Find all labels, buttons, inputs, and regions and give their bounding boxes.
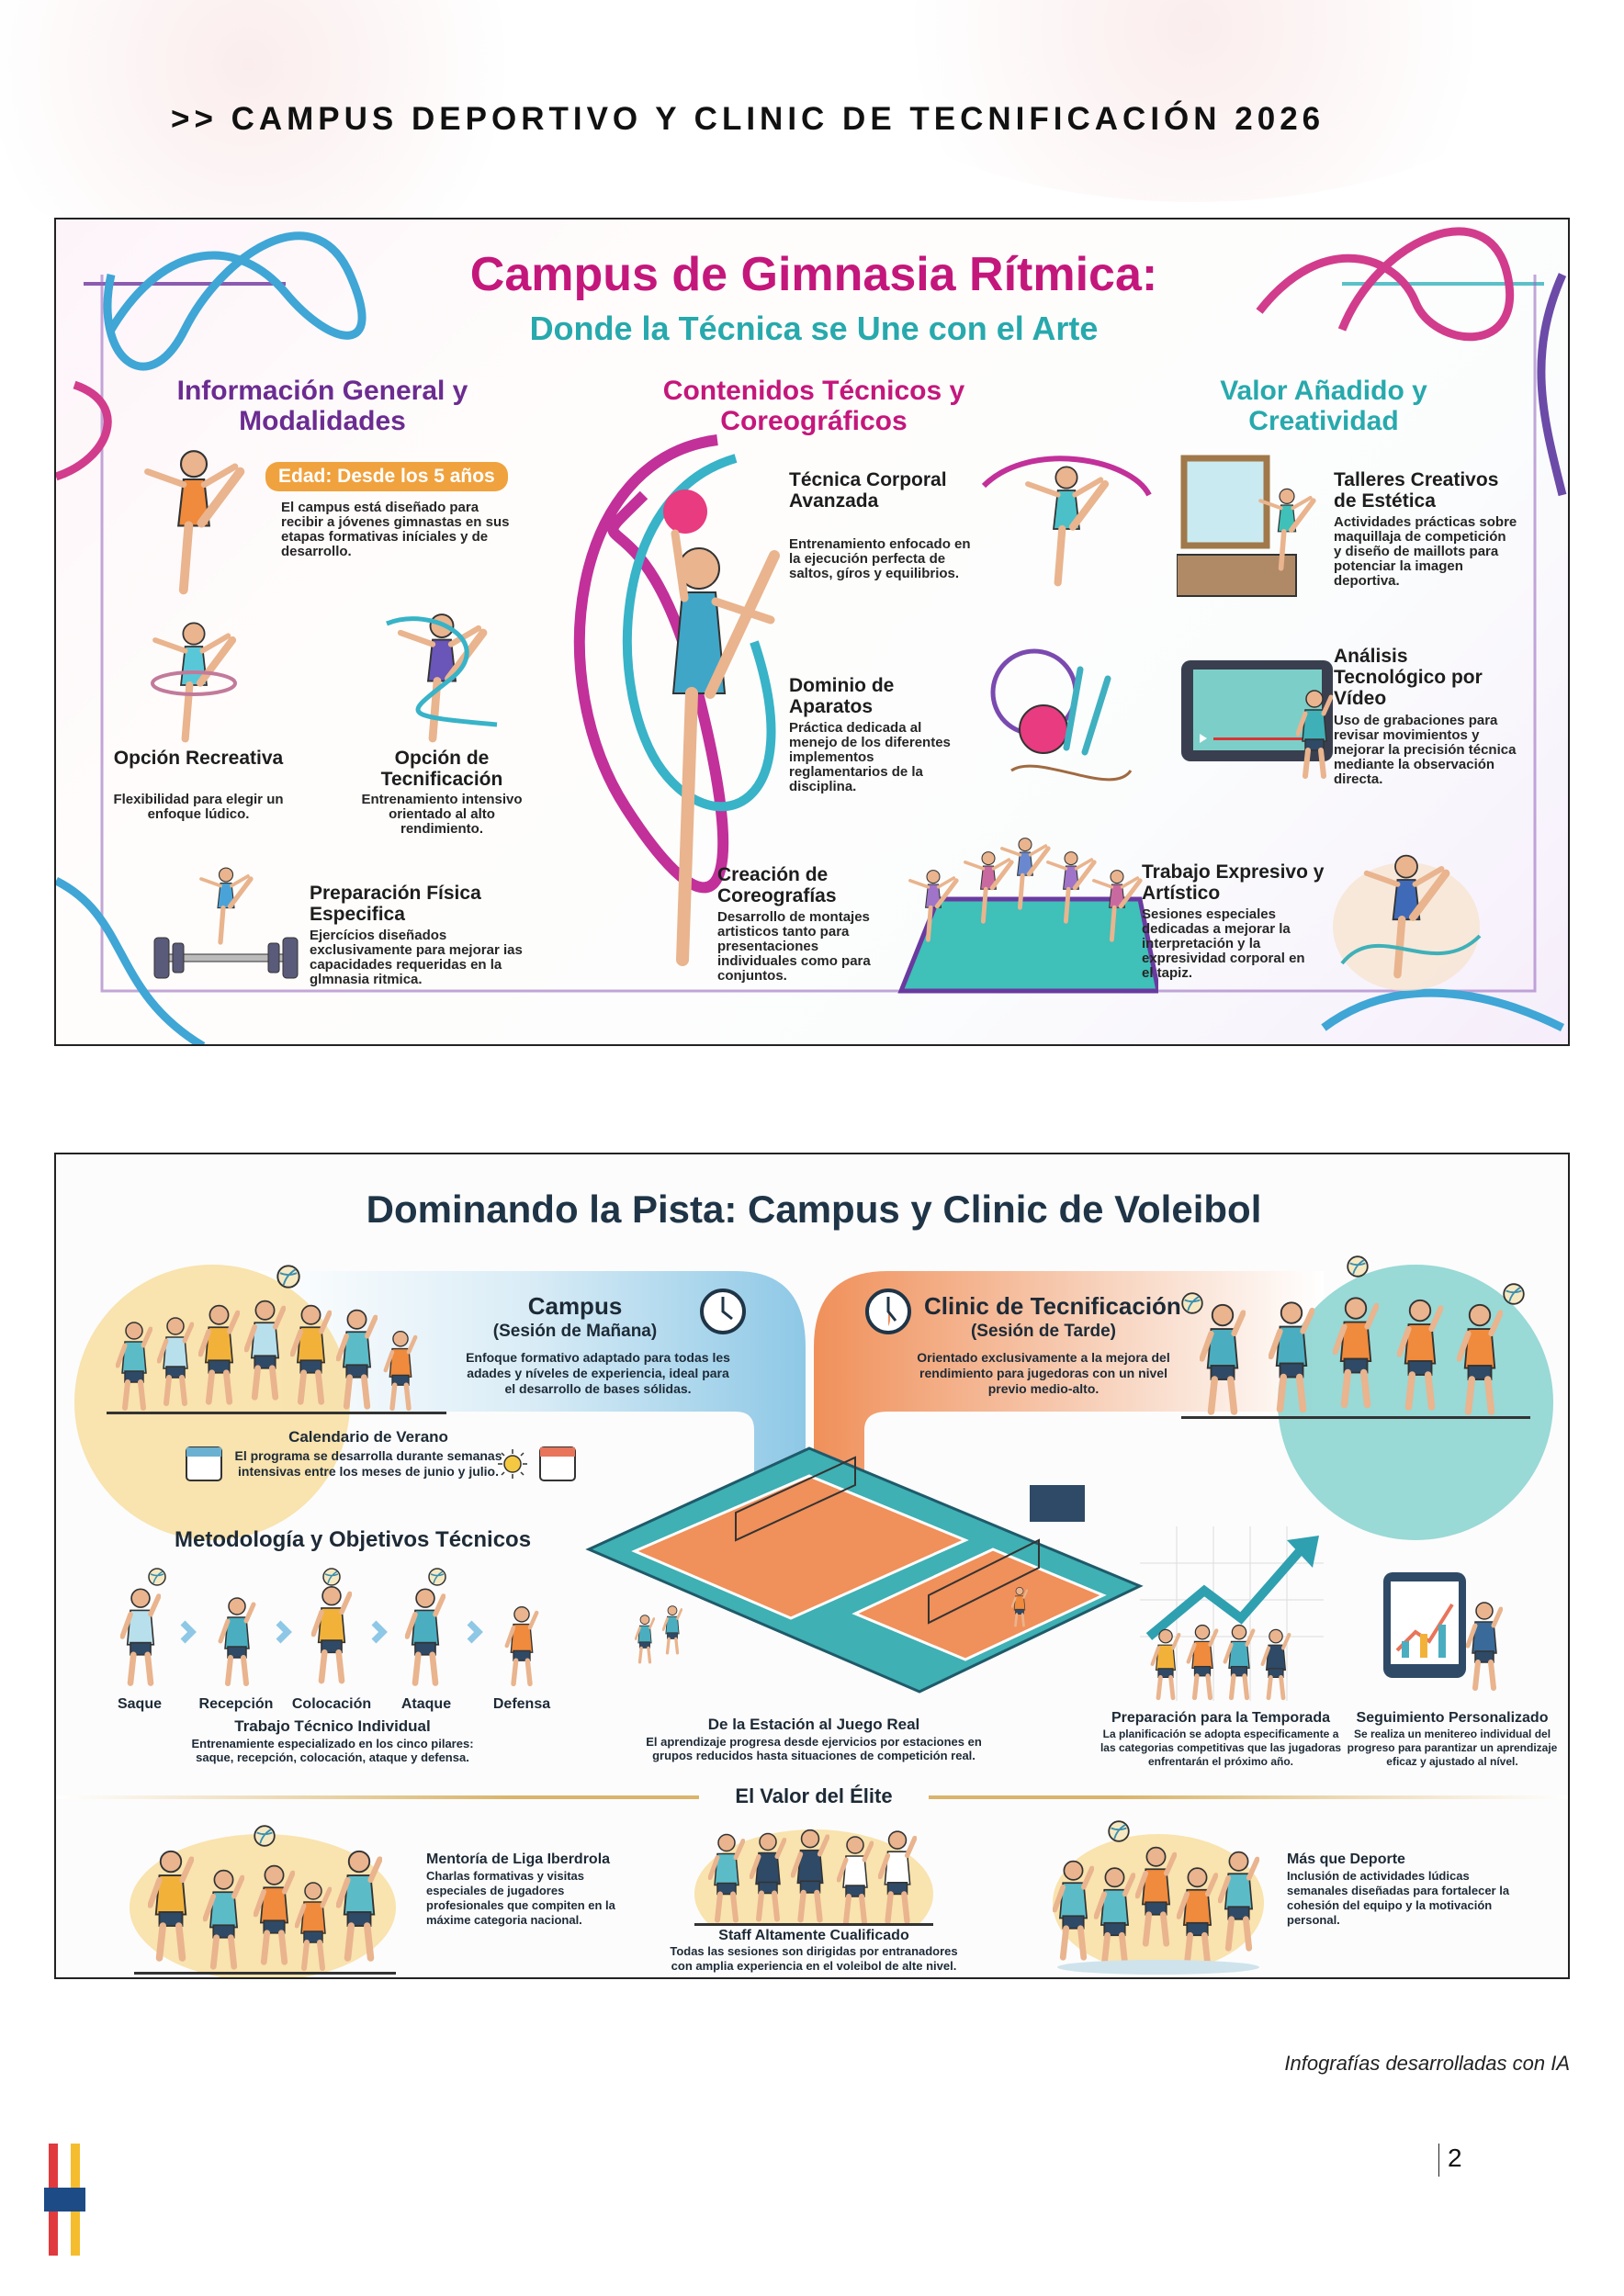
campus-title: Campus [527, 1292, 623, 1320]
calendar-text: El programa se desarrolla durante semana… [234, 1448, 502, 1479]
leaping-gymnast-illustration [981, 456, 1152, 596]
creacion-title: Creación de Coreografías [717, 864, 837, 906]
tecnica-text: Entrenamiento enfocado en la ejecución p… [789, 536, 971, 581]
hoop-gymnast-illustration [151, 614, 237, 743]
calendar-icon [186, 1446, 222, 1481]
gymnastics-infographic: Campus de Gimnasia Rítmica: Donde la Téc… [54, 218, 1570, 1046]
page-number-divider [1438, 2144, 1439, 2177]
calendar-title: Calendario de Verano [288, 1428, 448, 1446]
dominio-text: Práctica dedicada al menejo de los difer… [789, 720, 951, 794]
clinic-session: (Sesión de Tarde) [970, 1322, 1116, 1341]
ai-credit: Infografías desarrolladas con IA [1284, 2052, 1570, 2075]
tablet-tracking-illustration [1383, 1572, 1507, 1696]
step-defensa: Defensa [492, 1696, 551, 1712]
players-group-illustration [1181, 1255, 1530, 1419]
technique-steps-illustration [102, 1568, 616, 1692]
station-title: De la Estación al Juego Real [707, 1716, 920, 1733]
calendar-icon [539, 1446, 576, 1481]
mentoring-illustration [130, 1825, 396, 1977]
clock-icon [865, 1289, 911, 1334]
video-analysis-illustration [1181, 660, 1333, 784]
age-description: El campus está diseñado para recibir a j… [281, 500, 510, 559]
volleyball-infographic: Dominando la Pista: Campus y Clinic de V… [54, 1153, 1570, 1979]
step-recepcion: Recepción [198, 1696, 274, 1712]
expressive-dancer-illustration [1333, 826, 1482, 991]
recreativa-title: Opción Recreativa [113, 748, 284, 769]
dumbbell-illustration [153, 862, 299, 979]
season-title: Preparación para la Temporada [1111, 1710, 1330, 1726]
volleyball-title: Dominando la Pista: Campus y Clinic de V… [366, 1187, 1262, 1231]
column-heading-general: Información General y Modalidades [176, 376, 468, 436]
brand-logo [44, 2144, 125, 2256]
creacion-text: Desarrollo de montajes artisticos tanto … [717, 909, 871, 984]
fisica-title: Preparación Física Especifica [310, 883, 481, 925]
young-gymnast-illustration [130, 440, 258, 596]
clinic-title: Clinic de Tecnificación [924, 1292, 1181, 1320]
makeup-mirror-illustration [1177, 455, 1324, 597]
group-choreography-illustration [897, 826, 1158, 994]
campus-description: Enfoque formativo adaptado para todas le… [466, 1350, 730, 1396]
volleyball-court-illustration [585, 1446, 1144, 1694]
step-ataque: Ataque [400, 1696, 452, 1712]
kids-group-illustration [107, 1265, 446, 1414]
expresivo-text: Sesiones especiales dedicadas a mejorar … [1142, 906, 1305, 981]
season-text: La planificación se adopta especificamen… [1100, 1728, 1342, 1768]
sun-icon [498, 1449, 527, 1479]
gym-title: Campus de Gimnasia Rítmica: [469, 248, 1158, 301]
individual-technique-title: Trabajo Técnico Individual [234, 1717, 431, 1735]
step-saque: Saque [117, 1696, 162, 1712]
team-celebration-illustration [1053, 1820, 1264, 1975]
talleres-title: Talleres Creativos de Estética [1334, 469, 1499, 512]
clock-icon [700, 1289, 746, 1334]
apparatus-illustration [990, 648, 1133, 782]
campus-session: (Sesión de Mañana) [492, 1322, 658, 1341]
staff-text: Todas las sesiones son dirigidas por ent… [670, 1944, 958, 1973]
deporte-text: Inclusión de actividades lúdicas semanal… [1287, 1869, 1510, 1927]
expresivo-title: Trabajo Expresivo y Artístico [1142, 861, 1325, 904]
staff-title: Staff Altamente Cualificado [718, 1928, 909, 1943]
column-heading-value: Valor Añadido y Creatividad [1220, 376, 1427, 436]
station-text: El aprendizaje progresa desde ejervicios… [646, 1735, 982, 1762]
tecnica-title: Técnica Corporal Avanzada [789, 469, 947, 512]
individual-technique-text: Entrenamiente especializado en los cinco… [191, 1737, 474, 1764]
gym-subtitle: Donde la Técnica se Une con el Arte [529, 310, 1099, 347]
page-number: 2 [1448, 2144, 1462, 2172]
clinic-description: Orientado exclusivamente a la mejora del… [917, 1350, 1170, 1396]
mentoria-title: Mentoría de Liga Iberdrola [426, 1851, 611, 1867]
methodology-heading: Metodología y Objetivos Técnicos [175, 1527, 532, 1552]
mentoria-text: Charlas formativas y visitas especiales … [426, 1869, 615, 1927]
column-heading-contents: Contenidos Técnicos y Coreográficos [662, 376, 965, 436]
elite-heading: El Valor del Élite [699, 1784, 929, 1808]
talleres-text: Actividades prácticas sobre maquillaja d… [1334, 514, 1517, 589]
tecnificacion-text: Entrenamiento intensivo orientado al alt… [361, 792, 523, 837]
season-growth-illustration [1140, 1526, 1324, 1701]
step-colocacion: Colocación [291, 1696, 372, 1712]
central-gymnast-illustration [671, 529, 780, 966]
ribbon-decorations [56, 227, 1567, 1044]
recreativa-text: Flexibilidad para elegir un enfoque lúdi… [113, 792, 284, 822]
analisis-text: Uso de grabaciones para revisar movimien… [1334, 713, 1517, 787]
tracking-text: Se realiza un menitereo individual del p… [1347, 1728, 1558, 1768]
ribbon-gymnast-illustration [386, 605, 498, 743]
fisica-text: Ejercícios diseñados exclusivamente para… [310, 928, 523, 987]
tecnificacion-title: Opción de Tecnificación [380, 748, 503, 790]
staff-illustration [694, 1820, 933, 1926]
analisis-title: Análisis Tecnológico por Vídeo [1334, 646, 1483, 709]
tracking-title: Seguimiento Personalizado [1356, 1710, 1549, 1726]
age-badge: Edad: Desde los 5 años [265, 462, 508, 491]
dominio-title: Dominio de Aparatos [789, 675, 895, 717]
deporte-title: Más que Deporte [1287, 1851, 1405, 1867]
page-header-title: >> CAMPUS DEPORTIVO Y CLINIC DE TECNIFIC… [171, 101, 1325, 137]
